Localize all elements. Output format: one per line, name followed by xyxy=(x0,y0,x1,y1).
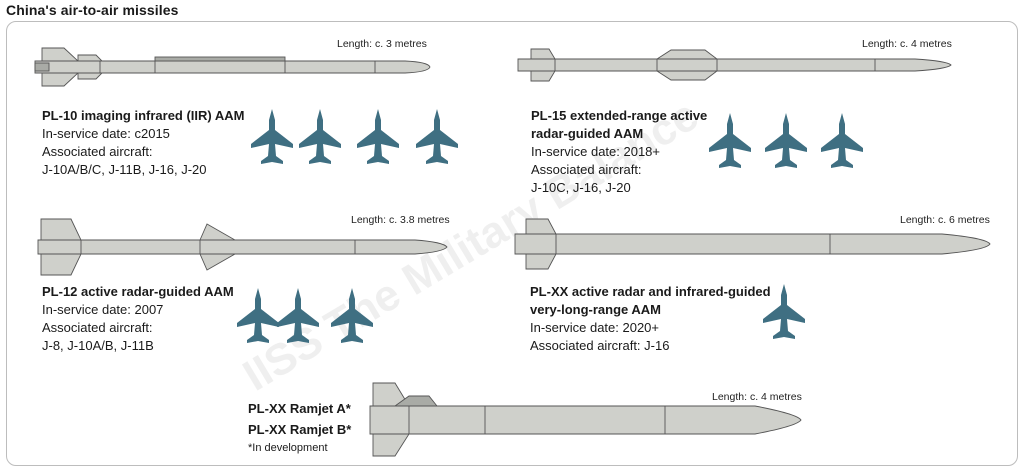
missile-pl12-drawing xyxy=(37,218,448,276)
aircraft-icon-j10c xyxy=(708,112,752,170)
missile-plxx-vlraam-service-date: In-service date: 2020+ xyxy=(530,320,659,335)
missile-pl15-length: Length: c. 4 metres xyxy=(862,38,952,50)
missile-pl15-drawing xyxy=(517,48,952,82)
aircraft-icon-j11b xyxy=(330,287,374,345)
missile-pl15-aircraft: J-10C, J-16, J-20 xyxy=(531,180,631,195)
missile-pl12-aircraft: J-8, J-10A/B, J-11B xyxy=(42,338,154,353)
aircraft-icon-j20 xyxy=(415,108,459,166)
missile-plxx-vlraam-description: PL-XX active radar and infrared-guided v… xyxy=(530,283,771,355)
missile-pl12-description: PL-12 active radar-guided AAM In-service… xyxy=(42,283,234,355)
missile-plxx-ramjet-drawing xyxy=(369,382,802,457)
missile-pl10-drawing xyxy=(34,47,431,87)
missile-plxx-ramjet-length: Length: c. 4 metres xyxy=(712,391,802,403)
aircraft-icon-j8 xyxy=(236,287,280,345)
missile-pl10-name: PL-10 imaging infrared (IIR) AAM xyxy=(42,108,245,123)
missile-pl12-aircraft-label: Associated aircraft: xyxy=(42,320,153,335)
aircraft-icon-j16 xyxy=(356,108,400,166)
aircraft-icon-j16 xyxy=(764,112,808,170)
missile-plxx-vlraam-name-line2: very-long-range AAM xyxy=(530,302,661,317)
missile-pl10-aircraft: J-10A/B/C, J-11B, J-16, J-20 xyxy=(42,162,207,177)
missile-pl15-name-line2: radar-guided AAM xyxy=(531,126,644,141)
missile-pl10-aircraft-label: Associated aircraft: xyxy=(42,144,153,159)
missile-plxx-ramjet-description: PL-XX Ramjet A* PL-XX Ramjet B* *In deve… xyxy=(248,398,351,456)
missile-plxx-vlraam-aircraft-label: Associated aircraft: J-16 xyxy=(530,338,670,353)
aircraft-icon-j11b xyxy=(298,108,342,166)
missile-pl10-description: PL-10 imaging infrared (IIR) AAM In-serv… xyxy=(42,107,244,179)
missile-plxx-vlraam-drawing xyxy=(514,218,991,270)
missile-plxx-ramjet-note: *In development xyxy=(248,442,328,454)
missile-pl12-name: PL-12 active radar-guided AAM xyxy=(42,284,234,299)
missile-plxx-ramjet-name-b: PL-XX Ramjet B* xyxy=(248,422,352,437)
missile-pl12-length: Length: c. 3.8 metres xyxy=(351,214,450,226)
missile-pl12-service-date: In-service date: 2007 xyxy=(42,302,164,317)
aircraft-icon-j16 xyxy=(762,283,806,341)
missile-plxx-ramjet-name-a: PL-XX Ramjet A* xyxy=(248,401,351,416)
missile-pl15-service-date: In-service date: 2018+ xyxy=(531,144,660,159)
missile-pl15-aircraft-label: Associated aircraft: xyxy=(531,162,642,177)
aircraft-icon-j10 xyxy=(250,108,294,166)
aircraft-icon-j20 xyxy=(820,112,864,170)
missile-pl15-description: PL-15 extended-range active radar-guided… xyxy=(531,107,707,197)
missile-plxx-vlraam-length: Length: c. 6 metres xyxy=(900,214,990,226)
missile-plxx-vlraam-name-line1: PL-XX active radar and infrared-guided xyxy=(530,284,771,299)
missile-pl10-service-date: In-service date: c2015 xyxy=(42,126,170,141)
missile-pl10-length: Length: c. 3 metres xyxy=(337,38,427,50)
page-title: China's air-to-air missiles xyxy=(6,2,179,18)
aircraft-icon-j10ab xyxy=(276,287,320,345)
missile-pl15-name-line1: PL-15 extended-range active xyxy=(531,108,708,123)
